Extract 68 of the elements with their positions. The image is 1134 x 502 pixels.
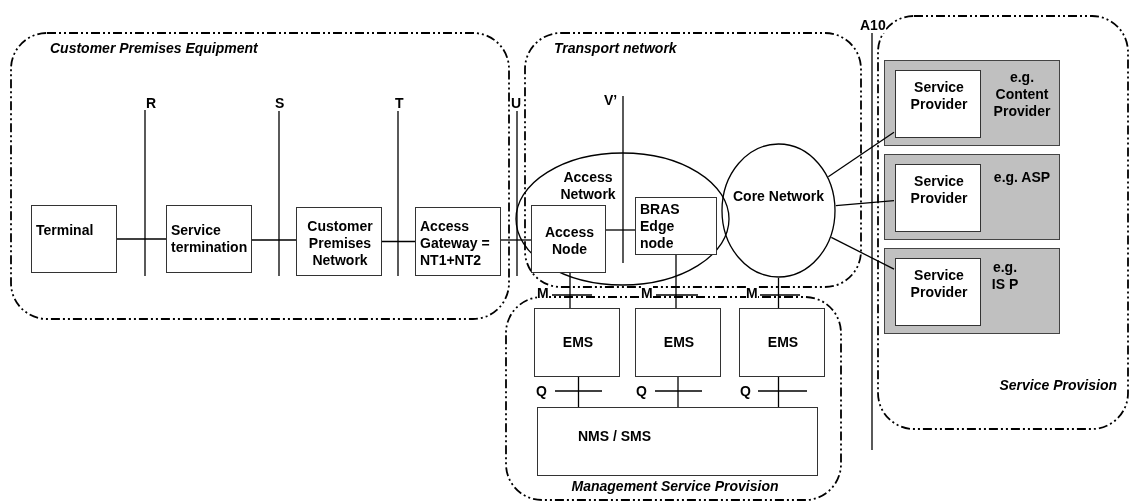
process-box [635,197,717,255]
process-box [895,70,981,138]
connector-line [381,240,416,243]
reference-point-label: V’ [604,93,618,108]
connector-line [577,376,580,408]
group-title: Management Service Provision [570,478,780,495]
process-box [531,205,606,273]
process-box [534,308,620,377]
reference-point-label: T [395,96,404,111]
group-title: Transport network [554,40,678,57]
connector-line [777,277,780,309]
reference-point-label: M [641,286,653,301]
group-title: Service Provision [998,377,1117,394]
connector-line [835,200,895,207]
process-box [537,407,818,476]
node-label: e.g. ASP [992,169,1052,186]
node-label: NMS / SMS [578,428,653,445]
provider-panel [884,248,1060,334]
connector-line [777,376,780,408]
reference-point-label: M [537,286,549,301]
process-box [895,258,981,326]
node-label: e.g. IS P [990,259,1020,293]
node-label: EMS [561,334,595,351]
provider-panel [884,154,1060,240]
node-label: Access Network [559,169,617,203]
node-label: EMS [662,334,696,351]
provider-panel [884,60,1060,146]
node-label: Service Provider [909,173,969,207]
network-ellipse [721,143,836,278]
node-label: EMS [766,334,800,351]
node-label: Customer Premises Network [306,218,374,269]
process-box [415,207,501,276]
connector-line [251,239,297,241]
node-label: Terminal [36,222,95,239]
connector-line [675,254,677,309]
reference-point-label: M [746,286,758,301]
node-label: Service termination [171,222,249,256]
reference-point-label: R [146,96,157,111]
connector-line [569,272,571,309]
process-box [166,205,252,273]
group-boundary [505,296,842,501]
connector-line [677,376,679,408]
node-label: Service Provider [909,267,969,301]
connector-line [830,236,895,270]
group-boundary [10,32,510,320]
node-label: Service Provider [909,79,969,113]
process-box [895,164,981,232]
reference-point-label: Q [740,384,751,399]
reference-point-label: Q [636,384,647,399]
process-box [31,205,117,273]
reference-point-label: S [275,96,285,111]
connector-line [827,131,895,178]
node-label: Access Gateway = NT1+NT2 [420,218,491,269]
node-label: Access Node [543,224,595,258]
group-title: Customer Premises Equipment [50,40,259,57]
node-label: BRAS Edge node [640,201,681,252]
reference-point-label: A10 [860,18,886,33]
process-box [739,308,825,377]
reference-point-label: U [511,96,522,111]
process-box [635,308,721,377]
connector-line [605,229,636,231]
node-label: Core Network [732,188,825,205]
node-label: e.g. Content Provider [992,69,1052,120]
process-box [296,207,382,276]
connector-line [500,239,532,241]
reference-point-label: Q [536,384,547,399]
network-ellipse [515,152,730,286]
connector-line [116,238,167,240]
